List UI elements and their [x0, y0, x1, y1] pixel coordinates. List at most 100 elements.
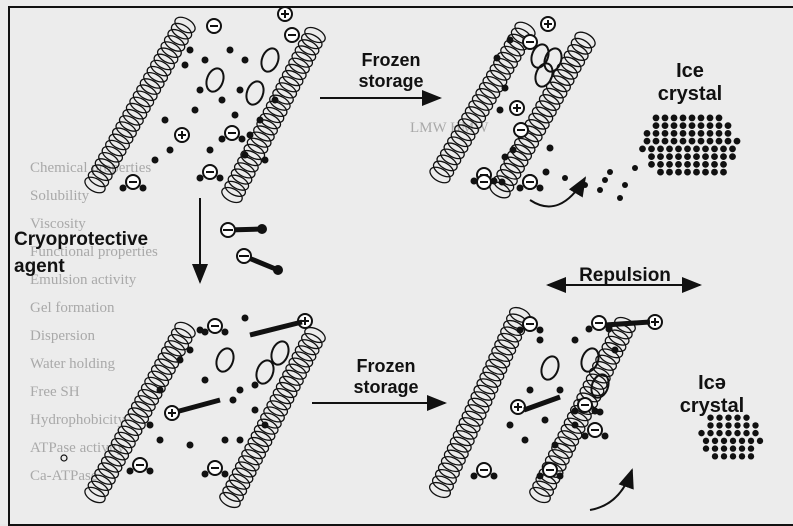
ice-molecule — [644, 130, 651, 137]
ice-molecule — [680, 115, 687, 122]
water-oval — [203, 66, 226, 94]
ice-molecule — [712, 438, 718, 444]
positive-charge-icon — [511, 400, 525, 414]
solute-dot — [612, 347, 619, 354]
ice-molecule — [743, 430, 749, 436]
ice-molecule — [675, 145, 682, 152]
water-oval — [538, 354, 561, 382]
positive-charge-icon — [541, 17, 555, 31]
ice-molecule — [702, 169, 709, 176]
ice-molecule — [653, 138, 660, 145]
ice-molecule — [707, 130, 714, 137]
ice-molecule — [675, 153, 682, 160]
ice-molecule — [657, 169, 664, 176]
solute-dot — [237, 387, 244, 394]
bound-group-icon — [127, 458, 154, 475]
solute-dot — [219, 97, 226, 104]
ice-molecule — [671, 138, 678, 145]
solute-dot — [527, 387, 534, 394]
ice-molecule — [739, 445, 745, 451]
ice-molecule — [675, 169, 682, 176]
positive-charge-icon — [510, 101, 524, 115]
solute-dot — [252, 382, 259, 389]
ice-molecule — [711, 153, 718, 160]
ice-molecule — [684, 169, 691, 176]
positive-charge-icon — [165, 406, 179, 420]
solute-dot — [197, 87, 204, 94]
positive-charge-icon — [175, 128, 189, 142]
ice-molecule — [707, 430, 713, 436]
solute-dot — [162, 117, 169, 124]
bound-group-icon — [202, 461, 229, 478]
positive-charge-icon — [278, 7, 292, 21]
ice-molecule — [725, 130, 732, 137]
ice-molecule — [653, 122, 660, 129]
solute-dot — [232, 112, 239, 119]
ice-molecule — [689, 130, 696, 137]
ice-molecule — [734, 422, 740, 428]
cryoprotectant-molecules — [221, 223, 283, 275]
solute-dot — [543, 169, 550, 176]
bound-group-icon — [120, 175, 147, 192]
solute-dot — [257, 117, 264, 124]
ice-molecule — [702, 153, 709, 160]
solute-dot — [557, 387, 564, 394]
solute-dot — [499, 179, 506, 186]
solute-dot — [202, 377, 209, 384]
solute-dot — [522, 437, 529, 444]
solute-dot — [552, 442, 559, 449]
solute-dot — [182, 62, 189, 69]
ice-molecule — [711, 145, 718, 152]
ice-molecule — [711, 169, 718, 176]
ice-molecule — [707, 122, 714, 129]
ice-molecule — [648, 161, 655, 168]
positive-charge-icon — [648, 315, 662, 329]
ice-molecule — [671, 122, 678, 129]
ice-molecule — [693, 169, 700, 176]
solute-dot — [242, 315, 249, 322]
ice-molecule — [725, 422, 731, 428]
solute-dot — [242, 152, 249, 159]
water-oval — [243, 79, 266, 107]
solute-dot — [147, 422, 154, 429]
ice-molecule — [671, 130, 678, 137]
negative-charge-icon — [523, 175, 537, 189]
solute-dot — [507, 422, 514, 429]
ice-molecule — [698, 430, 704, 436]
ice-molecule — [693, 153, 700, 160]
ice-molecule — [720, 161, 727, 168]
ice-molecule — [757, 438, 763, 444]
solute-dot — [157, 437, 164, 444]
ice-molecule — [662, 138, 669, 145]
ice-molecule — [725, 430, 731, 436]
bound-group-icon — [582, 423, 609, 440]
ice-molecule — [689, 122, 696, 129]
solute-dot — [502, 154, 509, 161]
cryoprotective-agent-label: Cryoprotective agent — [14, 226, 214, 280]
ice-molecule — [662, 115, 669, 122]
frozen-storage-label-bottom: Frozen storage — [326, 356, 446, 398]
ice-molecule — [693, 161, 700, 168]
ice-molecule — [711, 161, 718, 168]
ice-crystal-label-bottom: Icə crystal — [662, 372, 762, 418]
ice-molecule — [720, 153, 727, 160]
ice-molecule — [739, 453, 745, 459]
ice-molecule — [707, 115, 714, 122]
ice-molecule — [730, 438, 736, 444]
helix-coil — [82, 14, 197, 196]
solute-dot — [547, 145, 554, 152]
solute-dot — [222, 437, 229, 444]
ice-molecule — [748, 438, 754, 444]
ice-molecule — [689, 115, 696, 122]
solute-dot — [202, 57, 209, 64]
ice-molecule — [666, 161, 673, 168]
ice-molecule — [653, 130, 660, 137]
solute-dot — [177, 357, 184, 364]
stray-ring — [61, 455, 67, 461]
ice-molecule — [702, 161, 709, 168]
ice-molecule — [729, 145, 736, 152]
negative-charge-icon — [285, 28, 299, 42]
solute-dot — [197, 327, 204, 334]
ice-molecule — [666, 169, 673, 176]
